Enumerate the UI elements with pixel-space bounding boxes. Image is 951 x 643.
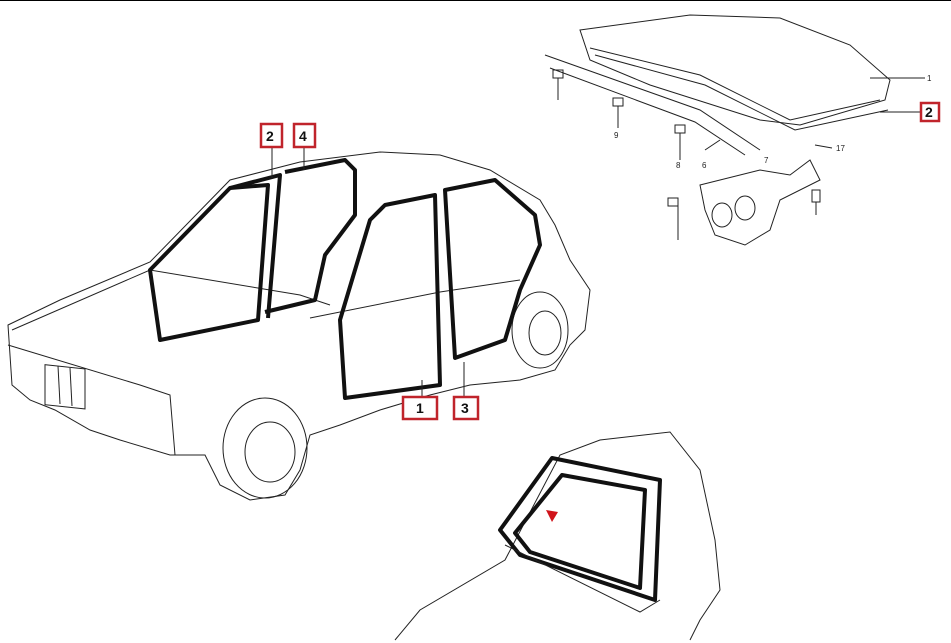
clip-8 [674,124,686,134]
roof-rail-3 [544,54,761,151]
rear-quarter-seal [443,178,542,360]
rear-window-detail [394,431,721,641]
rear-hub [528,310,562,356]
roof-number-17: 17 [836,144,845,153]
clip-9 [612,97,624,107]
red-arrow-indicator [546,510,558,522]
clip-bolt [667,197,679,207]
bracket-hole-1 [711,202,733,228]
rear-door-seal [338,193,442,400]
clip-screw [811,189,821,203]
roof-number-7: 7 [764,156,769,165]
roof-number-8: 8 [676,161,681,170]
roof-assembly: 1 9 8 6 7 17 [544,14,932,246]
roof-number-6: 6 [702,161,707,170]
callout-label-3: 3 [461,400,469,416]
rear-window-inner-seal [513,473,647,590]
leader-roof-17 [814,144,833,149]
roof-number-1: 1 [927,74,932,83]
roof-number-9: 9 [614,131,619,140]
callout-box-roof [919,101,941,123]
beltline [309,279,521,319]
windshield-seal [148,183,270,342]
roof-panel [579,14,891,126]
callout-label-roof: 2 [925,104,933,120]
front-grille [44,364,86,410]
callout-box-2 [259,122,284,149]
rear-window-trim [504,544,661,613]
callout-label-4: 4 [299,128,307,144]
roof-rail-2 [594,54,889,131]
front-line [7,344,176,456]
callout-label-1: 1 [416,400,424,416]
rear-body-outline [394,431,721,641]
roof-rail-4 [549,67,746,156]
grille-split-2 [69,367,73,407]
grille-split [57,365,61,405]
callout-box-3 [452,395,480,421]
front-window-seal [229,173,282,319]
front-hub [244,421,296,483]
callout-label-2: 2 [266,128,274,144]
car-side-view [7,151,591,501]
roof-rail-1 [589,47,881,121]
callout-box-1 [401,395,439,421]
front-door-frame-seal [264,158,357,314]
rear-wheel [511,291,569,369]
pillar-bracket [699,159,821,246]
leader-roof-6 [704,139,721,151]
front-wheel [222,397,308,499]
bracket-hole-2 [734,195,756,221]
top-border [0,0,951,1]
car-body-outline [7,151,591,501]
callout-box-4 [292,122,317,149]
